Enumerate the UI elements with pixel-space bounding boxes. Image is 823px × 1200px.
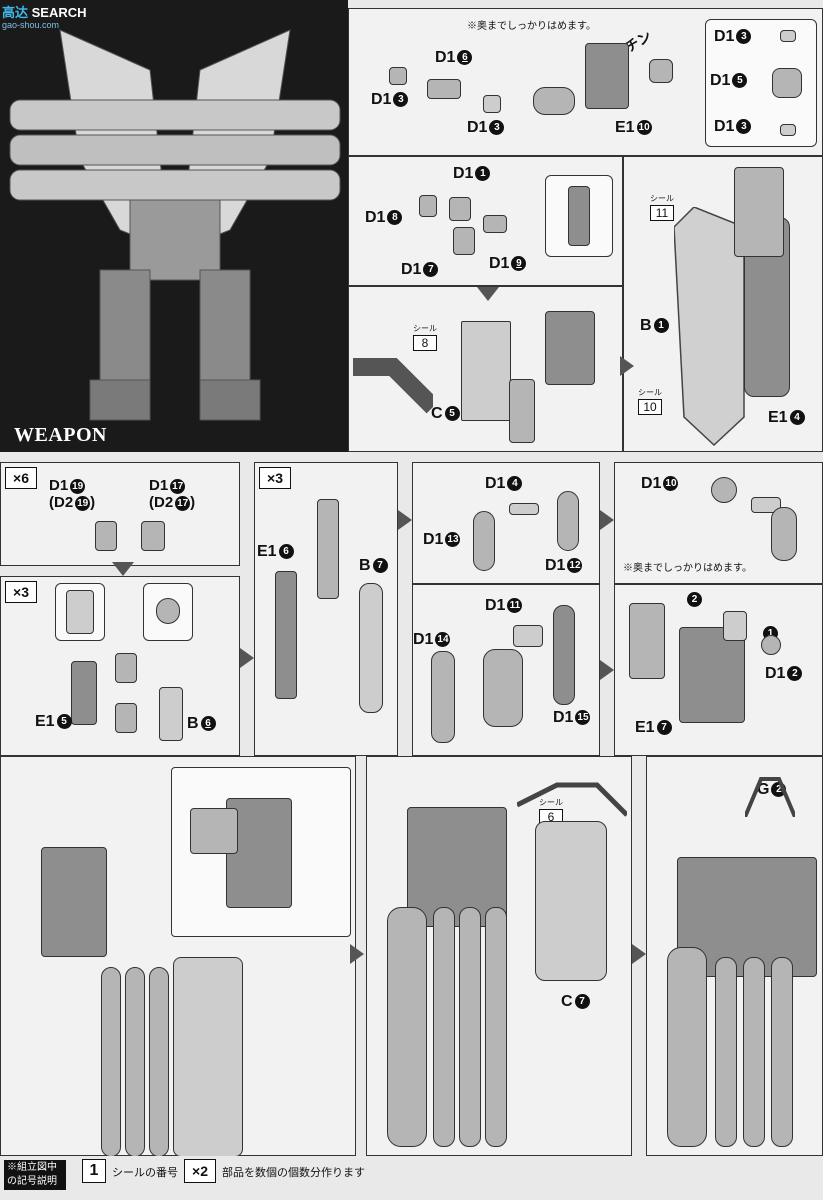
step-10-panel [0,756,356,1157]
arrow-right-icon [620,356,634,376]
step-10-inset [171,767,351,937]
legend-bar: ※組立図中の記号説明 1 シールの番号 ×2 部品を数個の個数分作ります [0,1156,823,1200]
arrow-right-icon [398,510,412,530]
arrow-down-icon [477,287,499,301]
hero-image: 高达 SEARCH gao-shou.com WEAPON [0,0,348,452]
seal-number-text: シールの番号 [112,1167,178,1179]
push-in-note: ※奥までしっかりはめます。 [467,21,596,32]
multiplier-text: 部品を数個の個数分作ります [222,1167,365,1179]
watermark-url: gao-shou.com [2,20,60,30]
step-4-inset [55,583,105,641]
arrow-right-icon [240,648,254,668]
legend-heading: ※組立図中の記号説明 [4,1160,66,1190]
seal-number-box: 1 [82,1159,106,1183]
step-order: 2 [685,591,702,609]
arrow-down-icon [112,562,134,576]
multiplier-badge: ×3 [5,581,37,603]
step-4-inset [143,583,193,641]
watermark-logo: 高达 SEARCH [2,5,87,20]
arrow-right-icon [632,944,646,964]
arrow-right-icon [600,510,614,530]
gundam-illustration [9,29,341,421]
multiplier-badge: ×3 [259,467,291,489]
arrow-right-icon [350,944,364,964]
push-in-note: ※奥までしっかりはめます。 [623,563,752,574]
multiplier-badge: ×6 [5,467,37,489]
multiplier-box: ×2 [184,1159,216,1183]
arrow-right-icon [600,660,614,680]
section-title: WEAPON [14,424,107,446]
step-2-inset [545,175,613,257]
